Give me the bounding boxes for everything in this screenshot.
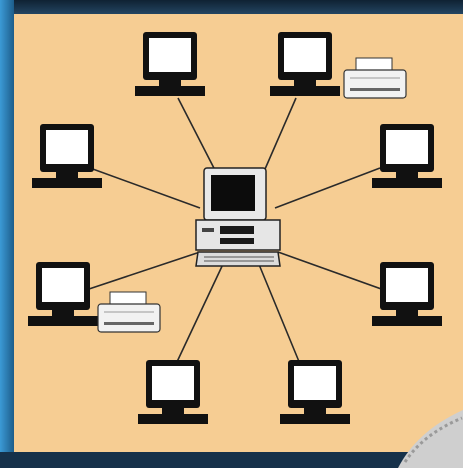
bottom-border	[0, 452, 463, 468]
terminal-top-right	[270, 32, 340, 96]
terminal-lower-right	[372, 262, 442, 326]
terminal-top-left	[135, 32, 205, 96]
terminal-mid-right	[372, 124, 442, 188]
terminal-lower-left	[28, 262, 98, 326]
left-border	[0, 0, 14, 468]
hub-keyboard	[196, 252, 280, 266]
top-border	[0, 0, 463, 16]
terminal-bottom-left	[138, 360, 208, 424]
hub-system-unit	[196, 220, 280, 250]
terminal-bottom-right	[280, 360, 350, 424]
terminal-mid-left	[32, 124, 102, 188]
